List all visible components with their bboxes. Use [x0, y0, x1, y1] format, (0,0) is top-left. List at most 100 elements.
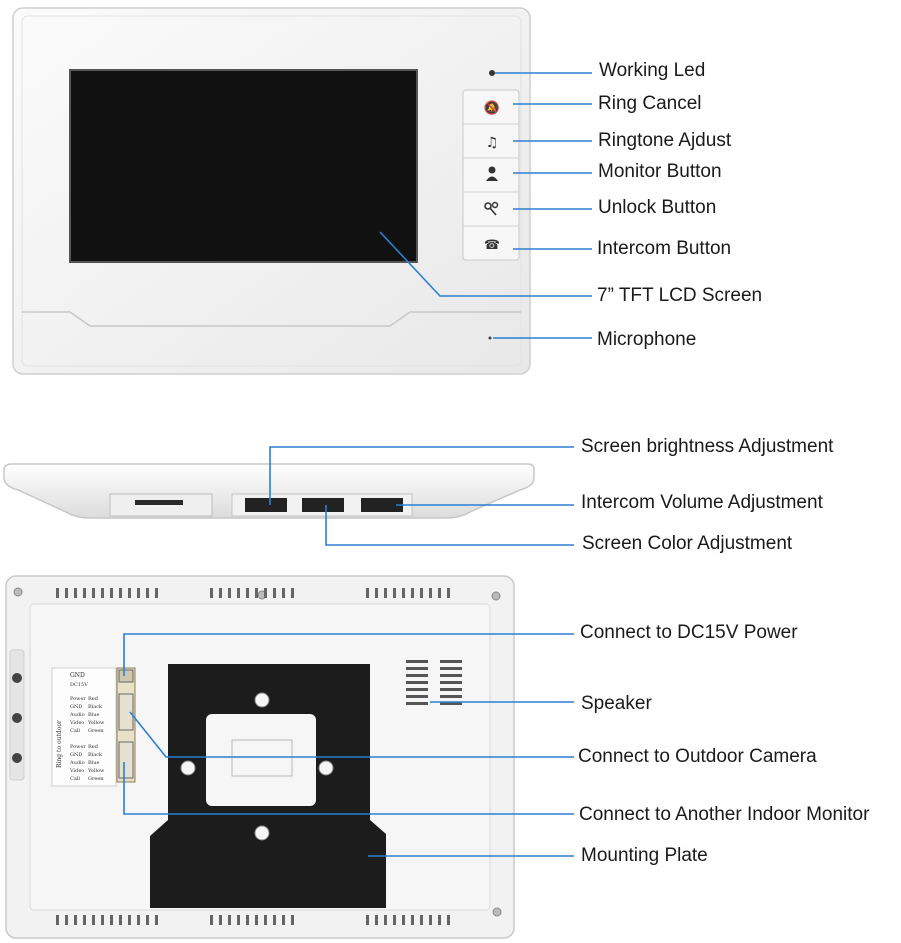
front-bottom-panel	[22, 311, 521, 327]
leader-lcd-screen	[379, 231, 592, 297]
vent-slot	[119, 915, 122, 925]
vent-slot	[291, 588, 294, 598]
terminal-row-label: GND	[70, 704, 82, 710]
terminal-wire-color: Yellow	[87, 768, 105, 774]
vent-slot	[228, 915, 231, 925]
speaker-slot	[406, 695, 428, 698]
vent-slot	[210, 588, 213, 598]
vent-slot	[282, 915, 285, 925]
leader-brightness	[269, 446, 574, 505]
vent-slot	[155, 588, 158, 598]
vent-slot	[83, 915, 86, 925]
mounting-plate	[150, 664, 386, 908]
power-connector	[118, 669, 134, 683]
vent-slot	[92, 588, 95, 598]
vent-slot	[264, 915, 267, 925]
vent-slot	[228, 588, 231, 598]
vent-slot	[429, 915, 432, 925]
terminal-row-label: Power	[70, 696, 86, 702]
vent-slot	[155, 915, 158, 925]
rear-vents-bottom	[56, 915, 450, 925]
lcd-screen	[69, 69, 418, 263]
vent-slot	[366, 588, 369, 598]
speaker-slot	[440, 688, 462, 691]
microphone-hole	[488, 336, 492, 340]
vent-slot	[264, 588, 267, 598]
vent-slot	[101, 588, 104, 598]
vent-slot	[438, 915, 441, 925]
sd-card-slot-opening	[135, 500, 183, 505]
unlock-button[interactable]	[465, 194, 517, 224]
vent-slot	[366, 915, 369, 925]
callout-unlock-button: Unlock Button	[598, 197, 717, 218]
vent-slot	[83, 588, 86, 598]
terminal-row-label: Audio	[69, 760, 85, 766]
vent-slot	[246, 915, 249, 925]
callout-brightness: Screen brightness Adjustment	[581, 436, 834, 457]
callout-ringtone-adjust: Ringtone Ajdust	[598, 130, 732, 151]
terminal-row-label: Call	[70, 776, 80, 782]
vent-slot	[237, 915, 240, 925]
volume-wheel[interactable]	[361, 498, 403, 512]
terminal-row-label: Power	[70, 744, 86, 750]
side-view	[3, 463, 535, 519]
label-ring-to-outdoor: Ring to outdoor	[56, 720, 63, 768]
monitor-button[interactable]	[465, 160, 517, 190]
vent-slot	[92, 915, 95, 925]
vent-slot	[438, 588, 441, 598]
color-wheel[interactable]	[302, 498, 344, 512]
vent-slot	[375, 915, 378, 925]
music-note-icon: ♫	[486, 135, 499, 151]
callout-lines	[123, 72, 592, 857]
callout-mounting-plate: Mounting Plate	[581, 845, 708, 866]
callout-volume: Intercom Volume Adjustment	[581, 492, 823, 513]
vent-slot	[420, 915, 423, 925]
phone-icon: ☎	[484, 238, 500, 253]
callout-color: Screen Color Adjustment	[582, 533, 793, 554]
front-housing-bezel	[21, 15, 522, 367]
terminal-row-label: GND	[70, 752, 82, 758]
terminal-wire-color: Red	[88, 696, 99, 702]
screw	[13, 587, 23, 597]
terminal-wire-color: Blue	[88, 712, 99, 718]
vent-slot	[219, 915, 222, 925]
vent-slot	[74, 915, 77, 925]
speaker-slot	[440, 660, 462, 663]
vent-slot	[411, 588, 414, 598]
vent-slot	[291, 915, 294, 925]
callout-power: Connect to DC15V Power	[580, 622, 798, 643]
screw	[491, 591, 501, 601]
vent-slot	[255, 588, 258, 598]
terminal-wire-color: Black	[88, 704, 103, 710]
leader-color	[325, 505, 574, 546]
brightness-wheel[interactable]	[245, 498, 287, 512]
vent-slot	[219, 588, 222, 598]
ringtone-adjust-button[interactable]: ♫	[465, 126, 517, 156]
vent-slot	[447, 915, 450, 925]
vent-slot	[402, 588, 405, 598]
callout-speaker: Speaker	[581, 693, 652, 714]
speaker-slot	[440, 667, 462, 670]
vent-slot	[246, 588, 249, 598]
vent-slot	[210, 915, 213, 925]
callout-microphone: Microphone	[597, 329, 697, 350]
bell-off-icon: 🔕	[484, 100, 500, 116]
intercom-button[interactable]: ☎	[465, 228, 517, 258]
leader-outdoor-camera	[129, 711, 574, 758]
vent-slot	[282, 588, 285, 598]
ring-cancel-button[interactable]: 🔕	[465, 92, 517, 122]
speaker-slot	[406, 674, 428, 677]
callout-working-led: Working Led	[599, 60, 706, 81]
terminal-row-label: Video	[69, 768, 84, 774]
vent-slot	[273, 588, 276, 598]
front-button-column	[462, 89, 520, 261]
vent-slot	[402, 915, 405, 925]
vent-slot	[56, 588, 59, 598]
vent-slot	[74, 588, 77, 598]
callout-outdoor-camera: Connect to Outdoor Camera	[578, 746, 817, 767]
rear-vents-top	[56, 588, 450, 598]
front-view: 🔕 ♫ ☎	[12, 7, 531, 375]
speaker-grille	[406, 660, 462, 705]
